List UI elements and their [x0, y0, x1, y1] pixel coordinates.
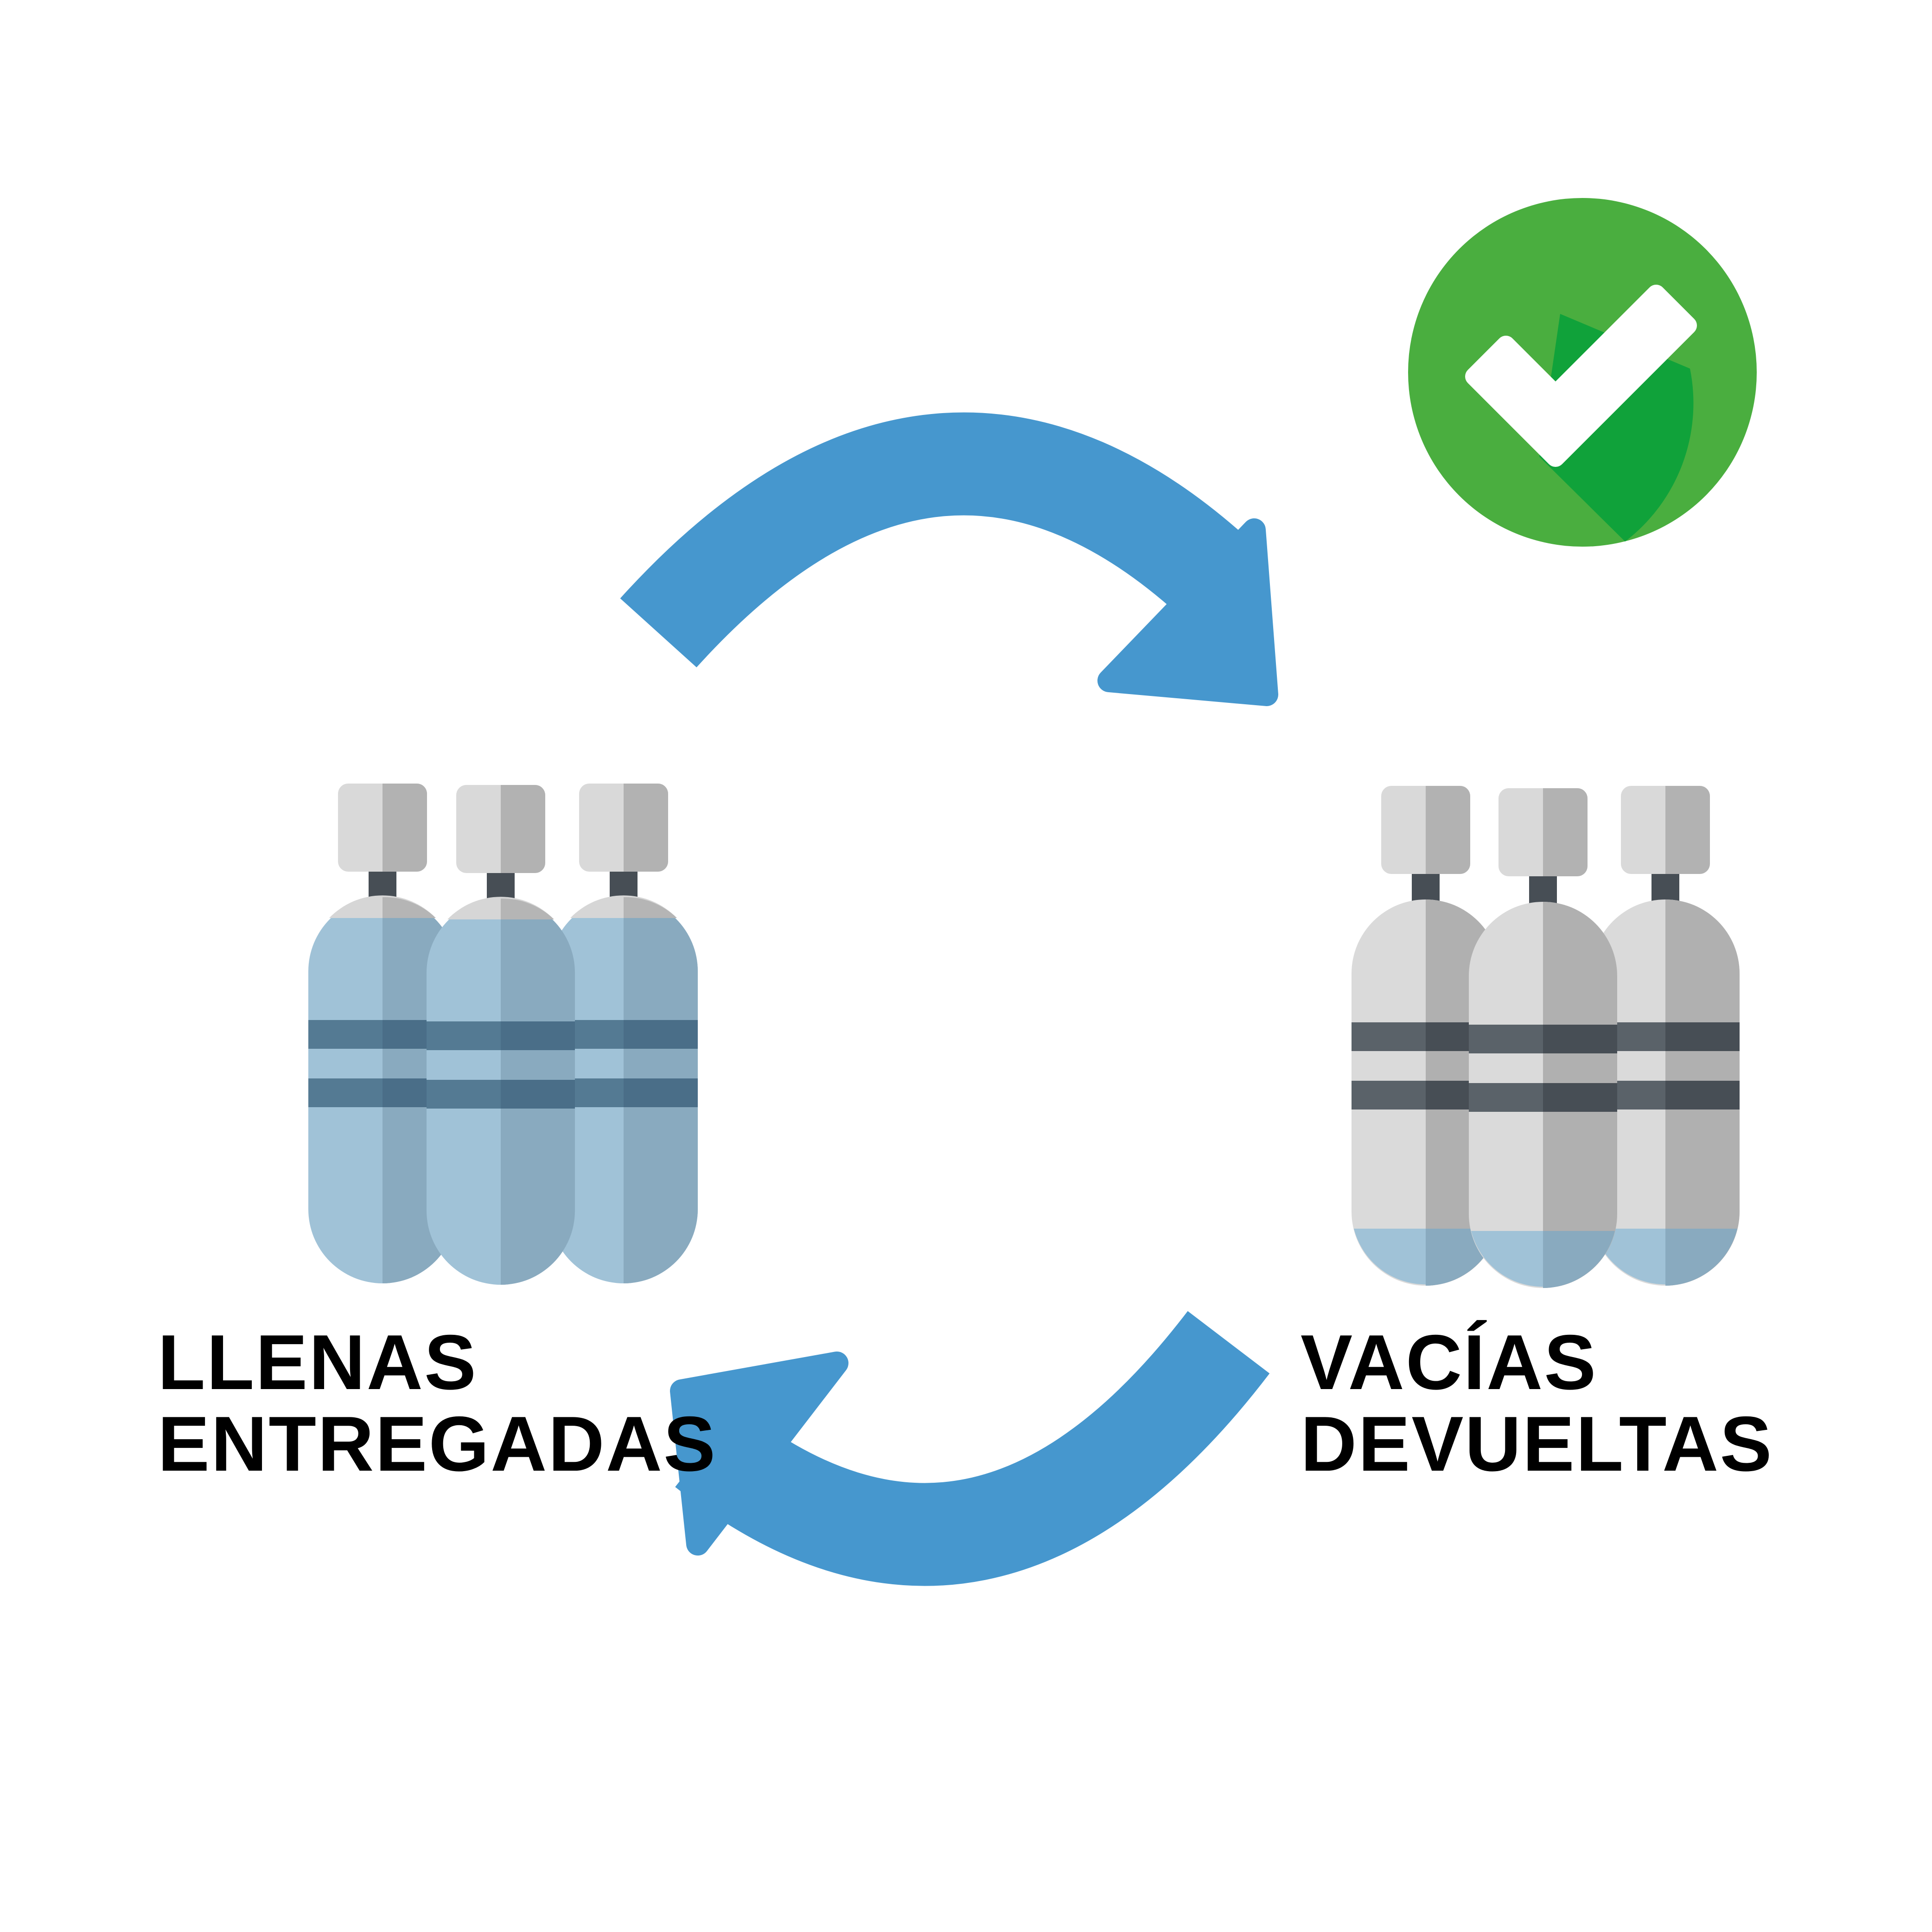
full-delivered-label: LLENAS ENTREGADAS: [158, 1321, 717, 1485]
oxygen-cylinder-icon: [1469, 788, 1617, 1288]
empty-returned-label: VACÍAS DEVUELTAS: [1301, 1321, 1773, 1485]
empty-label-line1: VACÍAS: [1301, 1319, 1598, 1406]
oxygen-cylinder-icon: [427, 785, 575, 1285]
curved-arrow-left-icon: [670, 1311, 1270, 1586]
full-label-line1: LLENAS: [158, 1319, 478, 1406]
full-label-line2: ENTREGADAS: [158, 1400, 717, 1487]
empty-cylinders-group: [1352, 786, 1740, 1288]
curved-arrow-right-icon: [620, 412, 1278, 706]
check-circle-icon: [1408, 198, 1757, 547]
full-cylinders-group: [308, 784, 698, 1285]
empty-label-line2: DEVUELTAS: [1301, 1400, 1773, 1487]
